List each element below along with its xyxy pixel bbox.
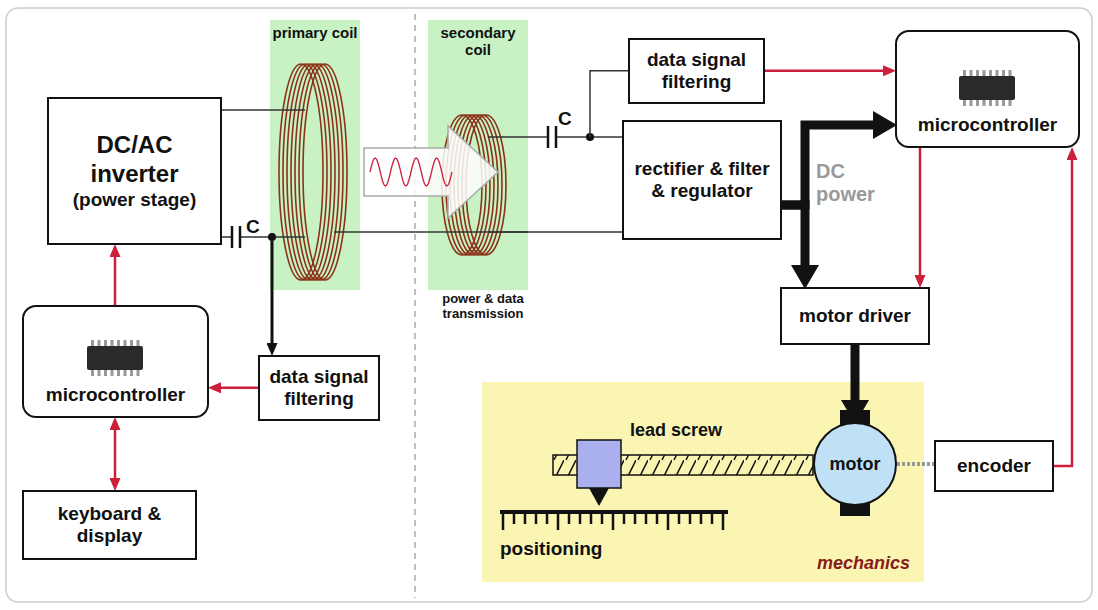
node-title: primary coil — [272, 24, 357, 41]
primary-coil-windings — [279, 64, 347, 280]
driver-box: motor driver — [780, 287, 930, 345]
coil-wires — [222, 110, 622, 237]
pointer — [589, 488, 609, 506]
chip-icon — [957, 68, 1019, 108]
wire — [222, 109, 270, 111]
node-title: DC/AC inverter — [55, 131, 214, 189]
tick — [535, 512, 538, 524]
node-title: encoder — [957, 455, 1031, 477]
tick — [579, 512, 582, 524]
node-title: data signal filtering — [636, 49, 757, 93]
ruler-ticks — [503, 512, 723, 530]
power-label: DC power — [816, 160, 896, 206]
winding — [291, 64, 335, 280]
encoder-box: encoder — [934, 440, 1054, 492]
winding — [295, 64, 339, 280]
tick — [502, 512, 505, 530]
signal-arrow — [221, 387, 258, 390]
tick — [645, 512, 648, 524]
node-title: motor driver — [799, 305, 911, 327]
tick — [700, 512, 703, 524]
tick — [612, 512, 615, 530]
rectifier-box: rectifier & filter & regulator — [622, 120, 782, 240]
filter-box: data signal filtering — [628, 38, 765, 104]
node-title: microcontroller — [46, 384, 185, 406]
signal-arrow — [114, 257, 117, 305]
signal-arrow — [1054, 160, 1072, 466]
tick — [722, 512, 725, 530]
wire — [897, 462, 934, 466]
node-title: data signal filtering — [266, 366, 372, 410]
winding — [299, 64, 343, 280]
mechanics-panel — [482, 382, 924, 582]
signal-arrow — [765, 70, 883, 73]
tick — [634, 512, 637, 524]
wire — [334, 231, 622, 233]
part-label: lead screw — [630, 420, 750, 441]
power-arrow — [782, 205, 805, 265]
part-label: power & data transmission — [424, 292, 542, 322]
part-label: positioning — [500, 538, 630, 560]
node-title: mechanics — [817, 553, 910, 574]
signal-wave — [370, 158, 452, 186]
tick — [546, 512, 549, 524]
tick — [689, 512, 692, 524]
tick — [557, 512, 560, 530]
tick — [601, 512, 604, 524]
microcontroller-box: microcontroller — [22, 305, 209, 418]
chip-icon — [85, 338, 147, 378]
filter-box: data signal filtering — [258, 355, 380, 421]
node-subtitle: (power stage) — [73, 189, 197, 211]
signal-arrow — [114, 430, 117, 478]
frame — [6, 8, 1092, 602]
slider — [577, 440, 621, 488]
tick — [667, 512, 670, 530]
coil-band: primary coil — [270, 20, 360, 290]
tick — [678, 512, 681, 524]
node-title: microcontroller — [918, 114, 1057, 136]
tick — [656, 512, 659, 524]
node-title: secondary coil — [428, 24, 528, 59]
signal-arrow — [919, 148, 922, 275]
divider — [414, 14, 416, 598]
chip-body — [959, 76, 1015, 100]
tick — [711, 512, 714, 524]
node-title: keyboard & display — [30, 503, 189, 547]
coil-band: secondary coil — [428, 20, 528, 290]
power-arrow — [851, 345, 860, 400]
node-title: motor — [830, 454, 881, 475]
primary-band — [270, 20, 360, 290]
capacitor-symbol — [232, 126, 556, 248]
winding — [303, 64, 347, 280]
node-title: rectifier & filter & regulator — [630, 158, 774, 202]
tick — [568, 512, 571, 524]
inverter-box: DC/AC inverter(power stage) — [47, 97, 222, 245]
arrow-body — [364, 126, 498, 218]
tick — [590, 512, 593, 524]
component-label: C — [246, 216, 266, 238]
tick — [623, 512, 626, 524]
component-label: C — [558, 108, 578, 130]
junction-dot — [268, 233, 276, 241]
tick — [513, 512, 516, 524]
motor-circle: motor — [813, 422, 897, 506]
chip-body — [87, 346, 143, 370]
tick — [524, 512, 527, 524]
wire — [271, 241, 274, 343]
transmission-arrow — [364, 126, 498, 218]
microcontroller-box: microcontroller — [895, 30, 1080, 148]
io-box: keyboard & display — [22, 490, 197, 560]
